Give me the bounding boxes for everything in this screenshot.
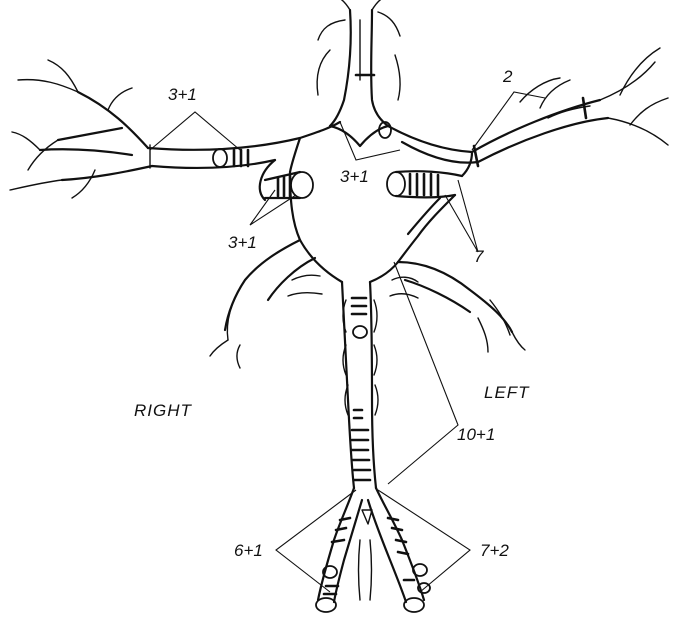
label-lower-left-origin: 7+2 <box>480 541 509 560</box>
central-upper-vessel <box>317 0 400 146</box>
left-main-bronchus <box>387 152 472 262</box>
trachea <box>290 172 398 488</box>
label-left-bronchus-group: 7 <box>474 247 484 266</box>
annotations: 3+1 3+1 3+1 2 7 10+1 6+1 7+2 RIGHT LEFT <box>134 67 530 560</box>
label-upper-right-group: 3+1 <box>168 85 197 104</box>
label-center-group: 3+1 <box>340 167 369 186</box>
label-side-right: RIGHT <box>134 401 193 420</box>
label-side-left: LEFT <box>484 383 530 402</box>
label-upper-left-group: 2 <box>502 67 513 86</box>
label-lower-right-group: 3+1 <box>228 233 257 252</box>
left-upper-branches <box>388 48 668 166</box>
label-trachea-group: 10+1 <box>457 425 495 444</box>
right-main-bronchus <box>213 138 313 200</box>
label-lower-right-origin: 6+1 <box>234 541 263 560</box>
